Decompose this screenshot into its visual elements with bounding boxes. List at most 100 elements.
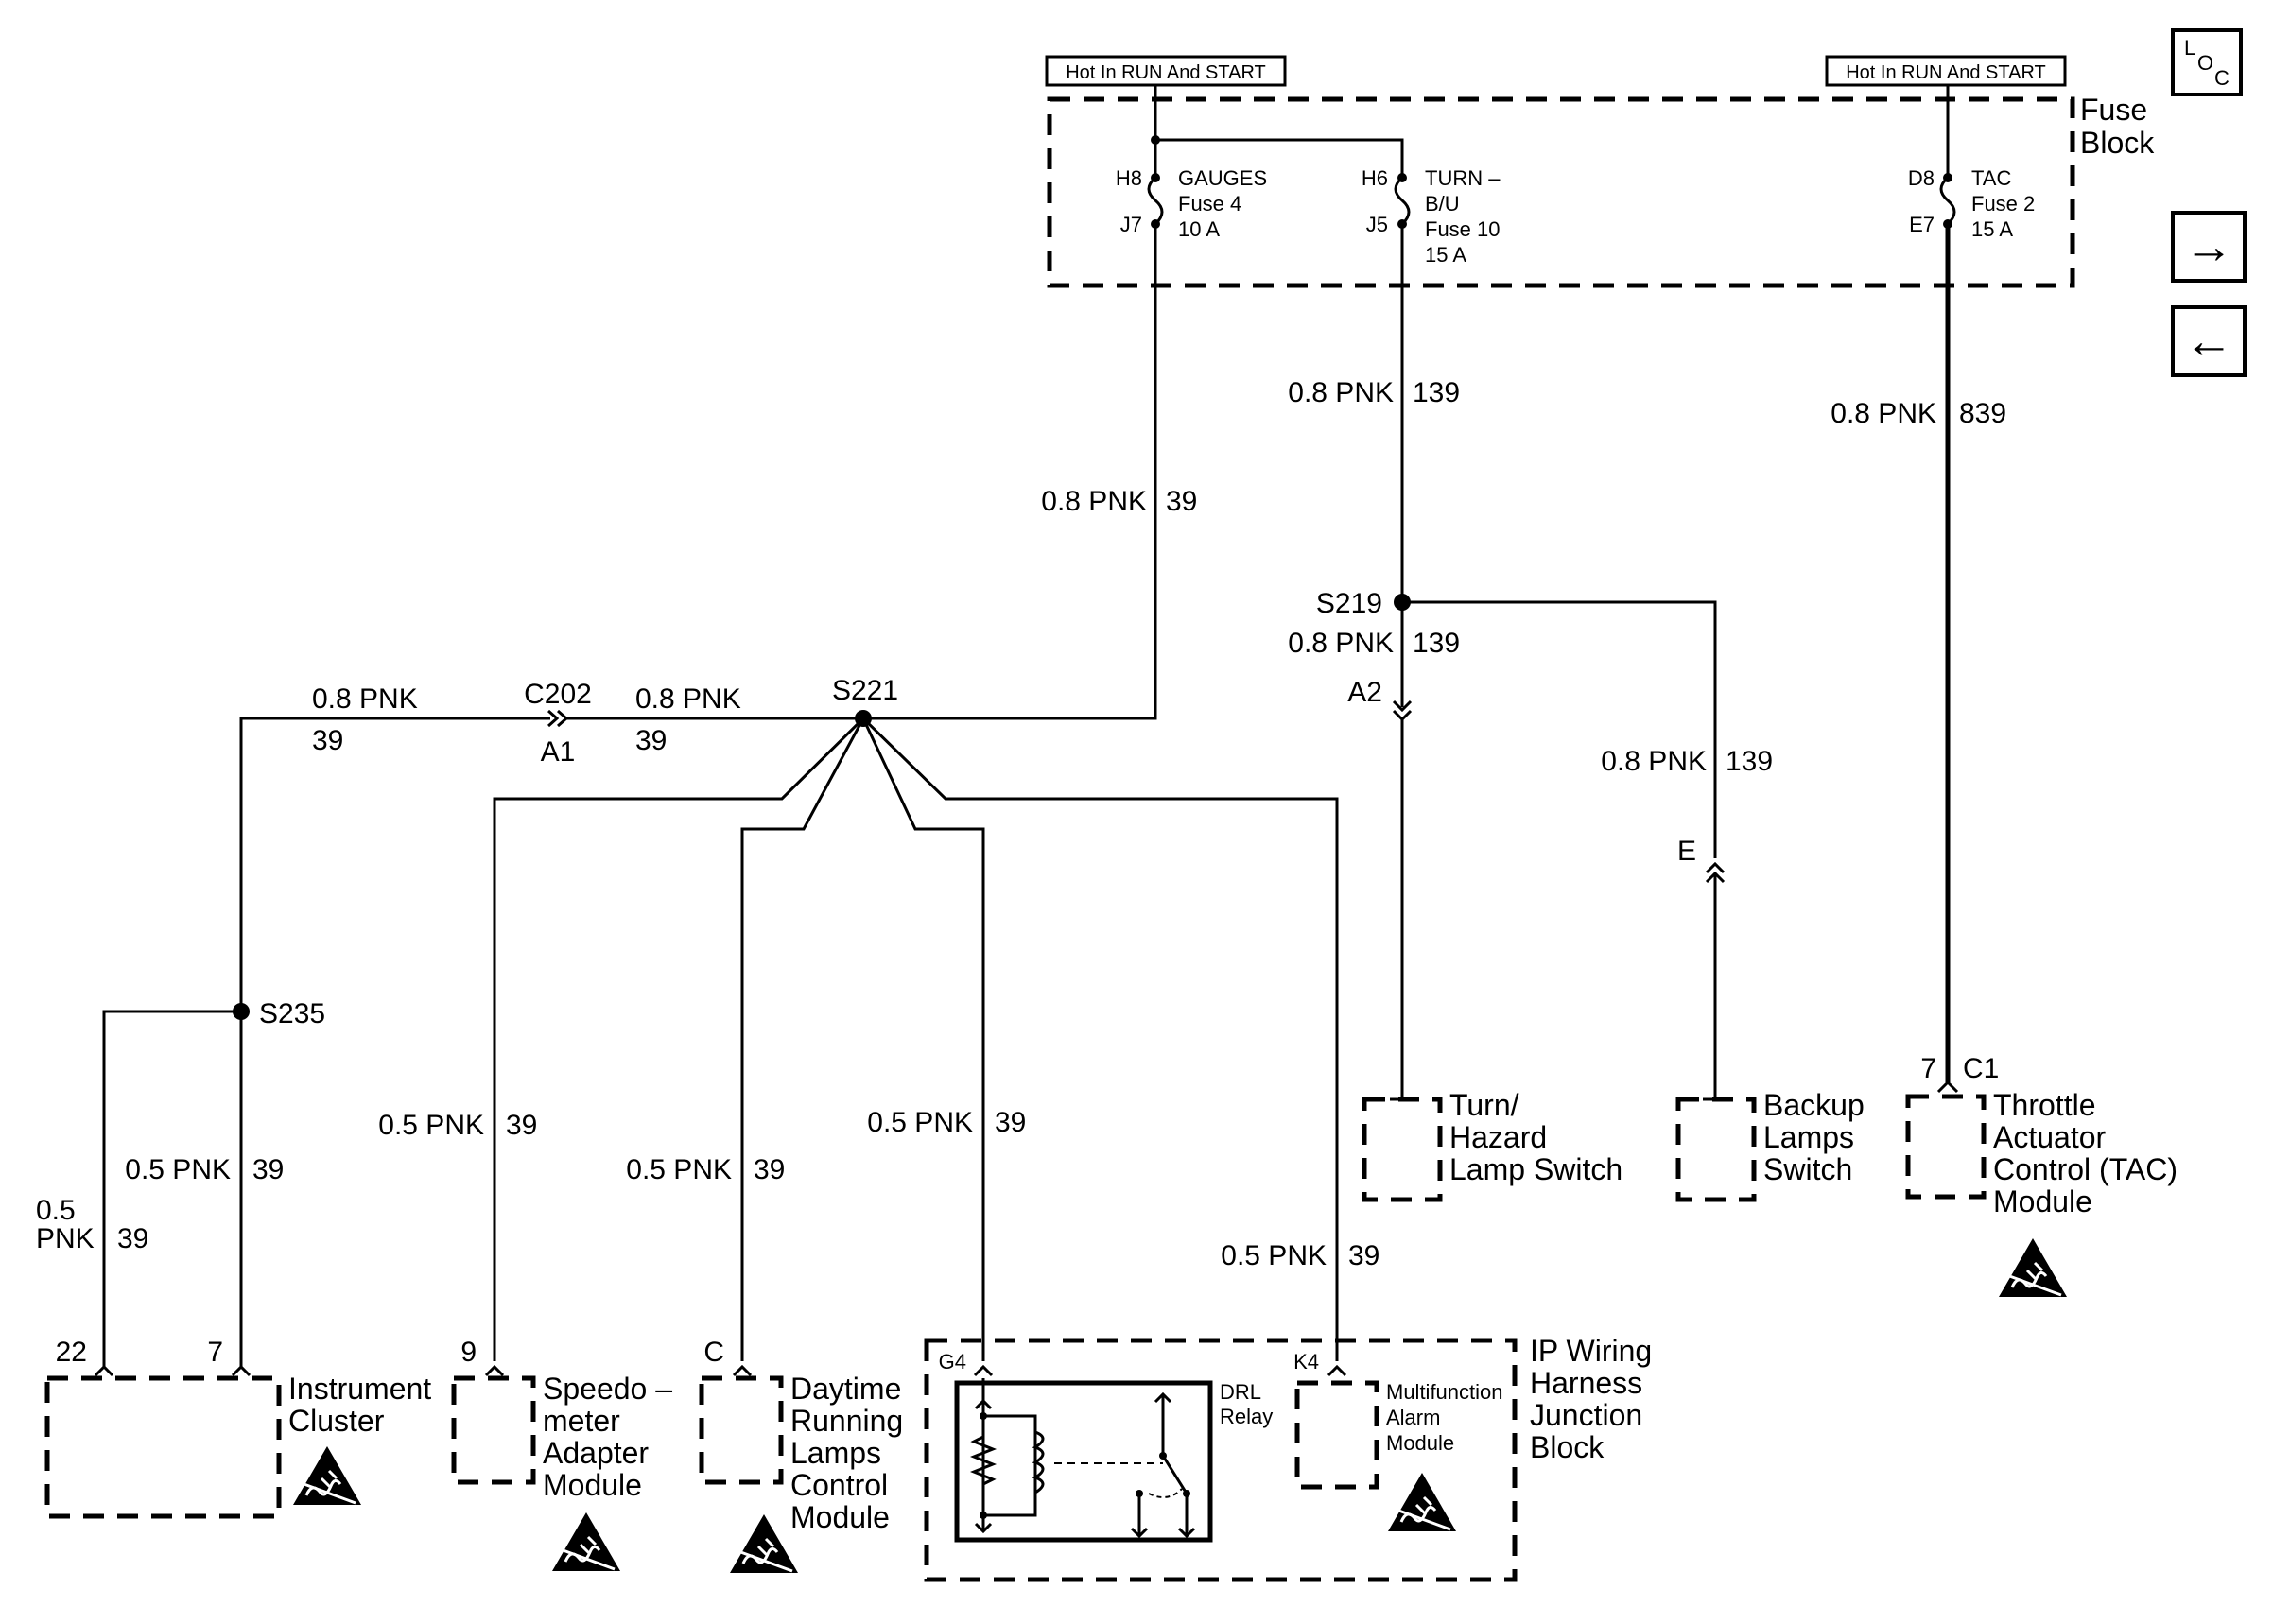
component-label: Alarm	[1386, 1406, 1440, 1429]
esd-warning-icon	[550, 1511, 622, 1573]
fuse-block-label: Fuse	[2080, 93, 2147, 127]
wire-gauge-label: 0.8 PNK	[1288, 377, 1394, 408]
fuse-circuit: GAUGES	[1178, 166, 1267, 190]
splice-label: S219	[1316, 588, 1382, 619]
wire-gauge-label: 0.5 PNK	[626, 1154, 732, 1185]
fuse-circuit: TAC	[1971, 166, 2011, 190]
relay-coil-loop	[983, 1414, 1037, 1517]
terminal-ic-7	[231, 1364, 252, 1377]
drl-relay	[954, 1378, 1213, 1543]
component-label: Module	[543, 1468, 642, 1502]
hot-label-text: Hot In RUN And START	[1066, 62, 1266, 83]
connector-label: A1	[541, 736, 576, 768]
component-label: Module	[1993, 1184, 2092, 1218]
wire-gauge-label: 0.5 PNK	[125, 1154, 231, 1185]
connector-c202	[547, 709, 569, 728]
component-label: meter	[543, 1404, 620, 1438]
wire-gauge-label: 0.8 PNK	[1288, 628, 1394, 659]
component-label: Speedo –	[543, 1372, 672, 1406]
terminal-g4	[973, 1364, 994, 1377]
relay-arrows	[974, 1398, 993, 1534]
backup-switch-box	[1675, 1097, 1757, 1202]
fuse-element	[1147, 176, 1164, 226]
terminal-ic-22	[94, 1364, 114, 1377]
ip-junction-block-box	[924, 1338, 1518, 1582]
terminal-speedo-9	[484, 1364, 505, 1377]
component-label: Control (TAC)	[1993, 1152, 2178, 1186]
loc-letter-o: O	[2197, 51, 2213, 75]
esd-warning-icon	[291, 1444, 363, 1507]
connector-label: A2	[1347, 677, 1382, 708]
component-label: Relay	[1220, 1405, 1273, 1428]
wire-s235-to-ic-22	[102, 1010, 241, 1369]
fuse-out-pin: J5	[1366, 213, 1388, 236]
fuse-rating: 15 A	[1971, 217, 2013, 241]
wire-s221-to-drl-control	[740, 717, 865, 1361]
wire-circuit-label: 39	[506, 1110, 537, 1141]
hot-label-tac: Hot In RUN And START	[1825, 55, 2067, 87]
wire-c202-to-s235	[239, 717, 550, 1369]
component-label: Turn/	[1449, 1088, 1519, 1122]
component-label: IP Wiring	[1530, 1334, 1652, 1368]
component-label: Instrument	[288, 1372, 431, 1406]
esd-warning-icon	[1386, 1471, 1458, 1533]
arrow-right-icon: →	[2184, 219, 2233, 274]
component-label: Multifunction	[1386, 1380, 1503, 1404]
fuse-element	[1939, 176, 1956, 226]
pin-label: 22	[56, 1337, 87, 1368]
next-page-button[interactable]: →	[2171, 211, 2247, 283]
relay-switch-blade	[1161, 1455, 1189, 1494]
fuse-number: Fuse 10	[1425, 217, 1501, 241]
previous-page-button[interactable]: ←	[2171, 305, 2247, 377]
wire-circuit-label: 39	[995, 1107, 1026, 1138]
turn-hazard-switch-box	[1362, 1097, 1443, 1202]
splice-label: S221	[832, 675, 898, 706]
wire-gauge-label: 0.8 PNK	[312, 683, 418, 715]
connector-label: E	[1677, 836, 1696, 867]
component-label: Daytime	[790, 1372, 901, 1406]
component-label: Lamp Switch	[1449, 1152, 1622, 1186]
connector-label: C1	[1963, 1053, 1999, 1084]
terminal-k4	[1327, 1364, 1347, 1377]
location-icon[interactable]: L O C	[2171, 28, 2243, 96]
fuse-circuit: TURN –	[1425, 166, 1501, 190]
connector-label: C202	[524, 679, 592, 710]
wire-feed-turn	[1155, 138, 1404, 178]
fuse-block-label: Block	[2080, 126, 2155, 160]
relay-contact-arrow	[1154, 1391, 1172, 1404]
wire-circuit-label: 39	[635, 725, 667, 756]
pin-label: K4	[1293, 1350, 1319, 1373]
wire-gauge-label: 0.8 PNK	[1041, 486, 1147, 517]
wire-s219-to-backup	[1402, 600, 1717, 858]
relay-coil	[1032, 1430, 1045, 1494]
pin-label: C	[703, 1337, 724, 1368]
component-label: Running	[790, 1404, 903, 1438]
component-label: Block	[1530, 1430, 1605, 1464]
wire-circuit-label: 139	[1413, 628, 1460, 659]
tac-module-box	[1905, 1094, 1987, 1200]
component-label: Backup	[1763, 1088, 1865, 1122]
wire-circuit-label: 39	[1348, 1240, 1379, 1271]
relay-output-arrows	[1130, 1527, 1196, 1539]
pin-label: 7	[1920, 1053, 1936, 1084]
wire-s221-to-alarm	[861, 717, 1339, 1361]
fuse-turn-bu: H6 J5 TURN – B/U Fuse 10 15 A	[1362, 166, 1501, 267]
component-label: Junction	[1530, 1398, 1642, 1432]
hot-label-text: Hot In RUN And START	[1846, 62, 2046, 83]
loc-letter-c: C	[2214, 66, 2230, 90]
loc-letter-l: L	[2184, 36, 2195, 60]
wire-circuit-label: 139	[1726, 746, 1773, 777]
component-label: Lamps	[790, 1436, 881, 1470]
component-label: Module	[790, 1500, 890, 1534]
fuse-element	[1394, 176, 1411, 226]
esd-warning-icon	[1997, 1236, 2069, 1299]
wire-circuit-label: 39	[754, 1154, 785, 1185]
component-label: DRL	[1220, 1380, 1261, 1404]
wire-circuit-label: 39	[312, 725, 343, 756]
component-label: Actuator	[1993, 1120, 2107, 1154]
fuse-block-outline	[1047, 96, 2075, 288]
component-label: Cluster	[288, 1404, 385, 1438]
pin-label: G4	[939, 1350, 966, 1373]
esd-warning-icon	[728, 1512, 800, 1575]
component-label: Lamps	[1763, 1120, 1854, 1154]
